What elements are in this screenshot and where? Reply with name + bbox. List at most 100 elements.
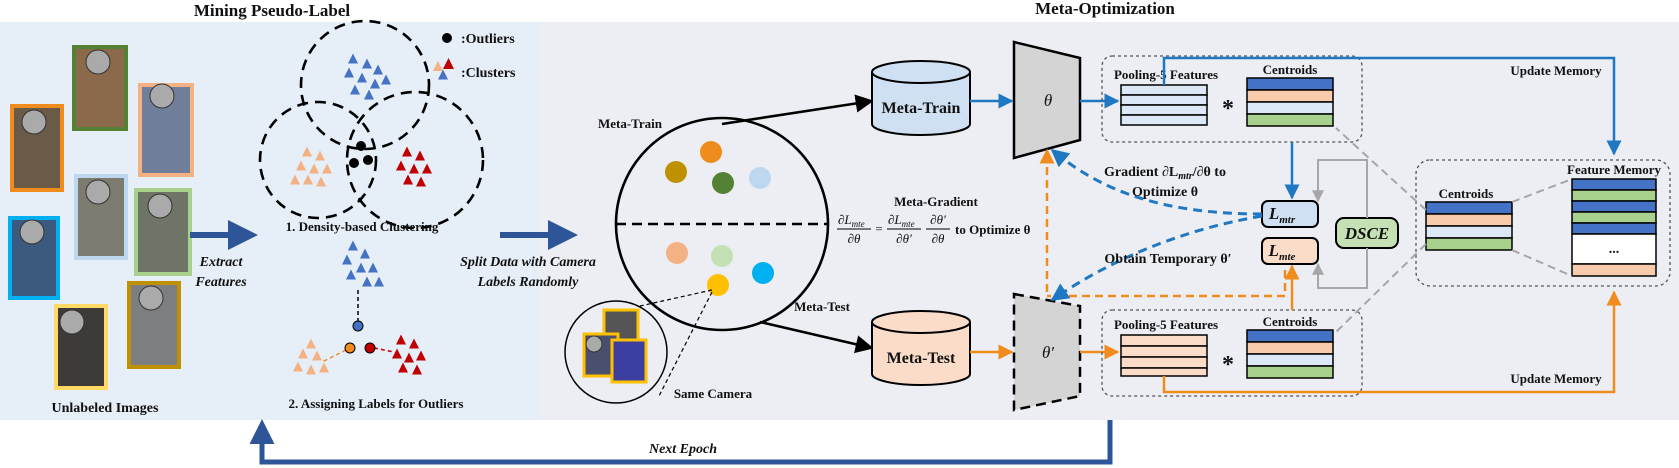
same-camera-label: Same Camera xyxy=(674,386,753,401)
l-mte-sub: mte xyxy=(1279,251,1296,263)
legend-clusters: :Clusters xyxy=(461,66,516,81)
memory-centroids xyxy=(1425,201,1513,251)
formula-eq: = xyxy=(875,221,882,236)
to-meta-test-arrow xyxy=(759,320,874,354)
meta-test-circle-label: Meta-Test xyxy=(794,299,851,314)
svg-text:∂Lmte: ∂Lmte xyxy=(888,212,915,229)
person-image xyxy=(138,83,194,177)
feature-memory-title: Feature Memory xyxy=(1567,162,1661,177)
pool5-bottom-features xyxy=(1120,334,1208,377)
memory-link-top xyxy=(1511,178,1573,203)
feature-memory-group xyxy=(1415,159,1671,287)
dsce-to-l-mte xyxy=(1312,248,1368,289)
formula-r1-den: ∂θ′ xyxy=(896,231,912,246)
outlier-dots xyxy=(349,141,373,168)
meta-test-db-label: Meta-Test xyxy=(887,350,956,367)
right-section-title: Meta-Optimization xyxy=(1035,0,1175,18)
person-image xyxy=(54,304,108,390)
meta-gradient-suffix: to Optimize θ xyxy=(955,222,1031,237)
extract-label-line2: Features xyxy=(194,275,247,290)
next-epoch-arrow xyxy=(249,419,1113,465)
l-mte-box xyxy=(1261,237,1319,265)
centroids-bottom-label: Centroids xyxy=(1263,314,1318,329)
formula-lhs-num-sub: mte xyxy=(852,219,865,229)
meta-train-samples xyxy=(665,141,771,194)
formula-lhs-num: ∂L xyxy=(838,212,852,227)
update-memory-bottom-label: Update Memory xyxy=(1510,371,1602,386)
obtain-temporary-arrow xyxy=(1050,214,1263,302)
theta-model xyxy=(1012,40,1082,160)
svg-text:∂Lmte: ∂Lmte xyxy=(838,212,865,229)
same-camera-link-2 xyxy=(657,291,713,399)
multiply-top: * xyxy=(1222,96,1234,122)
person-image xyxy=(72,45,128,131)
meta-test-samples xyxy=(666,242,774,296)
outlier-legend-dot xyxy=(442,33,452,43)
next-epoch-label: Next Epoch xyxy=(648,442,717,457)
meta-train-circle-label: Meta-Train xyxy=(598,116,663,131)
formula-r2-den: ∂θ xyxy=(932,231,945,246)
theta-label: θ xyxy=(1044,91,1052,110)
bottom-feature-group xyxy=(1101,309,1363,397)
meta-train-database xyxy=(871,60,971,136)
legend-outliers: :Outliers xyxy=(461,32,515,47)
obtain-temporary-label: Obtain Temporary θ′ xyxy=(1104,252,1231,267)
outlier-link-red xyxy=(373,347,395,353)
memory-link-bottom xyxy=(1511,249,1573,277)
gradient-to-theta-arrow xyxy=(1050,148,1263,216)
meta-test-database xyxy=(871,310,971,386)
cluster-circle-left xyxy=(258,100,378,220)
memory-centroids-label: Centroids xyxy=(1439,186,1494,201)
memory-to-bottom-centroids xyxy=(1335,243,1427,333)
cluster-circle-right xyxy=(345,90,485,230)
person-image xyxy=(134,188,192,276)
assigned-outlier-red xyxy=(364,342,376,354)
formula-r1-num-sub: mte xyxy=(902,219,915,229)
centroids-bottom xyxy=(1246,329,1334,379)
unlabeled-images-caption: Unlabeled Images xyxy=(52,401,160,416)
theta-prime-label: θ′ xyxy=(1042,343,1054,362)
pool5-top-features xyxy=(1120,84,1208,126)
meta-gradient-formula: Meta-Gradient ∂Lmte ∂θ = ∂Lmte ∂θ′ ∂θ′ ∂… xyxy=(837,194,1031,246)
formula-lhs-den: ∂θ xyxy=(848,231,861,246)
memory-ellipsis: ... xyxy=(1609,242,1620,257)
multiply-bottom: * xyxy=(1222,352,1234,378)
update-memory-top-arrow xyxy=(1162,56,1622,156)
theta-prime-model xyxy=(1012,292,1082,412)
top-feature-group xyxy=(1101,55,1363,143)
dsce-to-l-mtr xyxy=(1312,159,1368,218)
meta-gradient-title: Meta-Gradient xyxy=(894,194,978,209)
person-image xyxy=(127,281,181,369)
pool5-bottom-label: Pooling-5 Features xyxy=(1114,317,1218,332)
l-mtr-label: L xyxy=(1268,204,1279,223)
svg-text:Lmtr: Lmtr xyxy=(1268,204,1296,226)
l-mte-to-orange-path xyxy=(1047,270,1287,298)
step2-label: 2. Assigning Labels for Outliers xyxy=(289,396,464,411)
svg-text:Lmte: Lmte xyxy=(1268,241,1296,263)
centroids-top xyxy=(1246,77,1334,127)
split-label-line2: Labels Randomly xyxy=(477,275,580,290)
memory-to-top-centroids xyxy=(1335,127,1427,211)
extract-label-line1: Extract xyxy=(199,255,244,270)
gradient-label-line2: Optimize θ xyxy=(1132,185,1198,200)
update-memory-top-label: Update Memory xyxy=(1510,63,1602,78)
person-image xyxy=(8,216,60,300)
same-camera-circle xyxy=(564,300,668,404)
dsce-label: DSCE xyxy=(1344,224,1389,243)
person-image xyxy=(10,104,64,192)
update-memory-bottom-arrow xyxy=(1162,290,1622,394)
formula-r1-num: ∂L xyxy=(888,212,902,227)
to-meta-train-arrow xyxy=(721,94,874,126)
gradient-label-line1: Gradient ∂Lmtr/∂θ to xyxy=(1104,165,1226,182)
assigned-outlier-blue xyxy=(352,320,364,332)
formula-r2-num: ∂θ′ xyxy=(930,212,946,227)
feature-memory-bank xyxy=(1571,178,1657,277)
l-mte-label: L xyxy=(1268,241,1279,260)
assigned-outlier-peach xyxy=(344,342,356,354)
l-mtr-sub: mtr xyxy=(1279,214,1296,226)
pool5-top-label: Pooling-5 Features xyxy=(1114,67,1218,82)
step1-label: 1. Density-based Clustering xyxy=(286,219,439,234)
centroids-top-label: Centroids xyxy=(1263,62,1318,77)
person-image xyxy=(74,174,128,260)
